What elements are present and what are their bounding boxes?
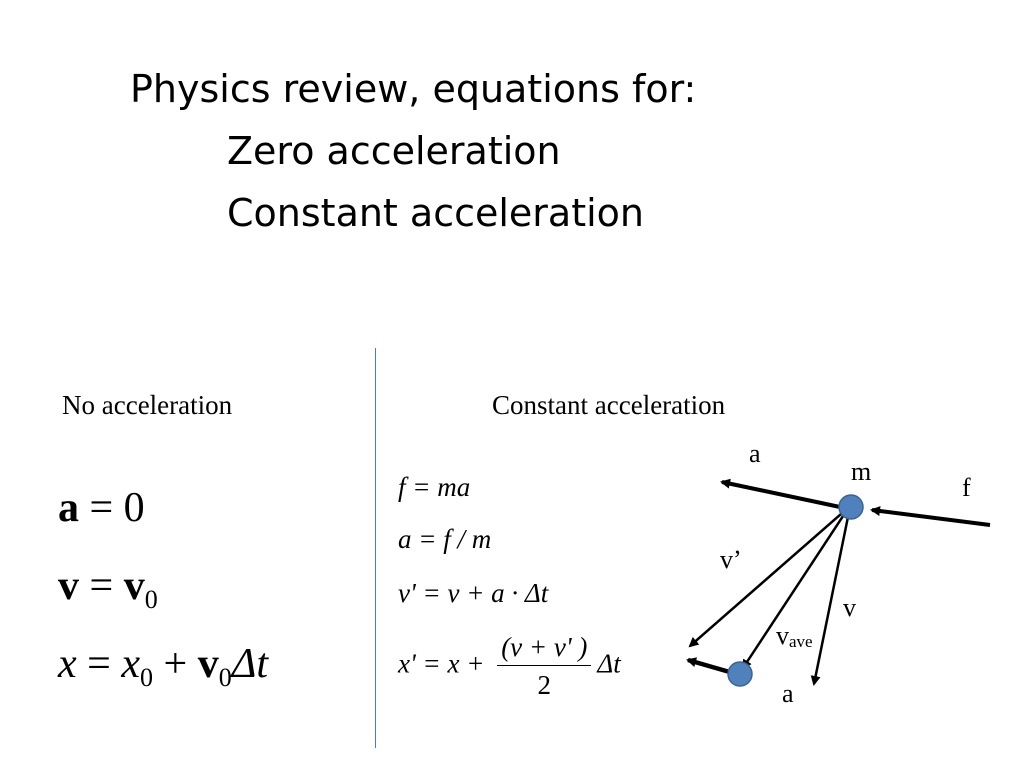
equation-f-ma: f = ma xyxy=(398,472,471,502)
acceleration-arrow-top xyxy=(720,478,841,509)
fraction-denominator: 2 xyxy=(497,665,592,701)
equation-v-v0: v = v0 xyxy=(58,562,158,615)
label-v-ave-main: v xyxy=(776,621,789,650)
label-v-ave: vave xyxy=(776,621,813,651)
label-f: f xyxy=(962,473,971,502)
eq-v0-term: v xyxy=(197,641,219,687)
eq-v0-symbol: v xyxy=(123,563,145,609)
v-ave-arrow xyxy=(741,506,851,670)
eq-plus: + xyxy=(153,641,198,687)
equation-v-prime: v' = v + a · Δt xyxy=(398,578,549,608)
eq-v-rel: = xyxy=(79,563,124,609)
eq-x-prime-delta-t: Δt xyxy=(597,648,621,679)
equation-a-f-m: a = f / m xyxy=(398,524,492,554)
eq-delta-t: Δt xyxy=(231,641,269,687)
force-arrow xyxy=(870,506,991,527)
eq-x-rel: = xyxy=(76,641,122,687)
column-divider xyxy=(375,348,376,748)
mass-end-dot xyxy=(727,661,753,687)
no-acceleration-label: No acceleration xyxy=(62,390,233,420)
label-m: m xyxy=(851,457,871,486)
mass-start-dot xyxy=(838,494,864,520)
title-line-3: Constant acceleration xyxy=(227,191,644,235)
eq-v0-term-subscript: 0 xyxy=(218,663,232,693)
label-v-prime: v’ xyxy=(720,545,742,574)
label-a-bottom: a xyxy=(782,679,794,708)
fraction-numerator: (v + v' ) xyxy=(501,632,588,662)
eq-v0-subscript: 0 xyxy=(144,585,158,615)
label-v: v xyxy=(843,593,856,622)
constant-acceleration-label: Constant acceleration xyxy=(492,390,726,420)
label-v-ave-sub: ave xyxy=(789,632,813,651)
eq-x-prime-lhs: x' = x + xyxy=(398,648,492,679)
equation-x-position: x = x0 + v0Δt xyxy=(58,640,268,693)
eq-x0-subscript: 0 xyxy=(140,663,154,693)
eq-x-prime-fraction: (v + v' )2 xyxy=(497,632,592,701)
v-prime-arrow xyxy=(688,506,850,648)
equation-a-zero: a = 0 xyxy=(58,484,145,532)
label-a-top: a xyxy=(749,439,761,468)
eq-x-symbol: x xyxy=(58,641,77,687)
slide-title: Physics review, equations for: Zero acce… xyxy=(130,58,696,244)
eq-x0-symbol: x xyxy=(121,641,140,687)
title-line-2: Zero acceleration xyxy=(227,129,561,173)
v-arrow xyxy=(810,506,852,686)
eq-a-symbol: a xyxy=(58,485,79,531)
eq-v-symbol: v xyxy=(58,563,79,609)
title-line-1: Physics review, equations for: xyxy=(130,67,697,111)
eq-a-rel: = 0 xyxy=(79,485,145,531)
